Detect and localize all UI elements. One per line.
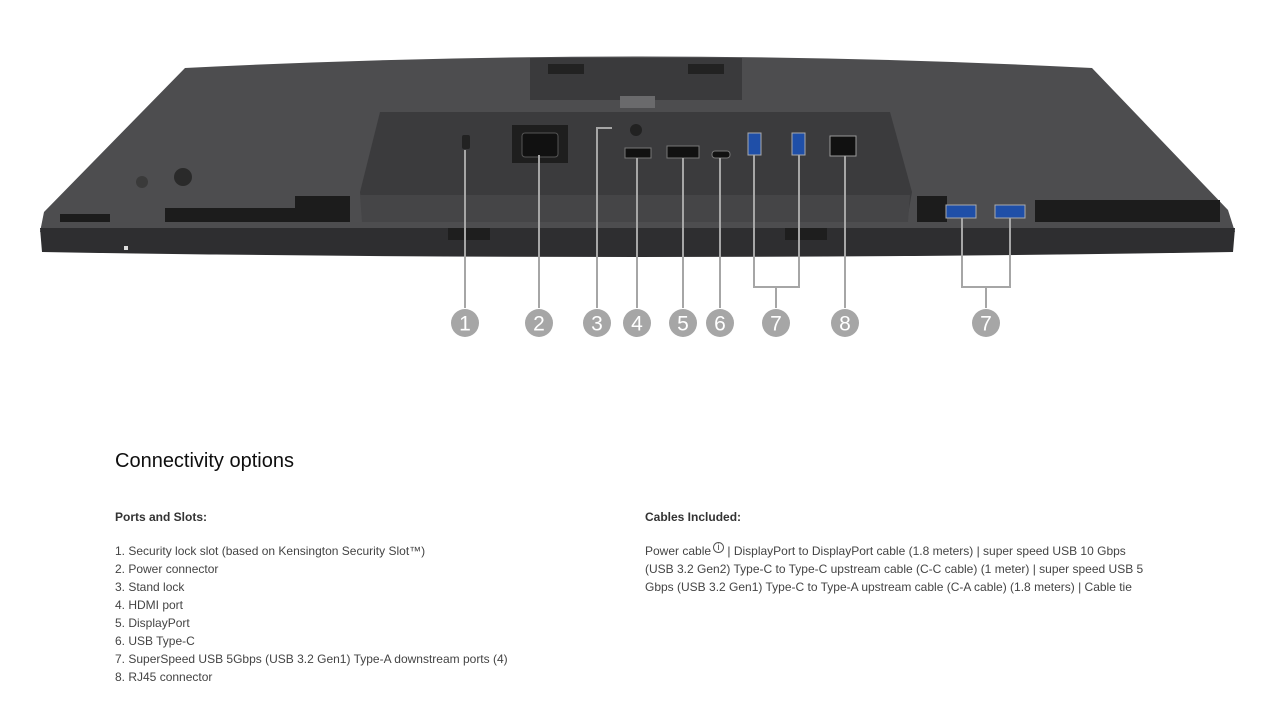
cables-heading: Cables Included: (645, 510, 742, 524)
callout-5: 5 (669, 309, 697, 337)
callout-4: 4 (623, 309, 651, 337)
callout-1: 1 (451, 309, 479, 337)
list-item: 3. Stand lock (115, 580, 185, 594)
ports-and-slots: Ports and Slots: 1. Security lock slot (… (115, 510, 595, 686)
ports-heading: Ports and Slots: (115, 510, 208, 524)
callout-lines (464, 127, 1011, 308)
svg-text:6: 6 (714, 313, 726, 336)
list-item: 7. SuperSpeed USB 5Gbps (USB 3.2 Gen1) T… (115, 652, 508, 666)
callout-3: 3 (583, 309, 611, 337)
monitor-body (40, 56, 1235, 257)
ports-list: 1. Security lock slot (based on Kensingt… (115, 542, 595, 686)
callout-6: 6 (706, 309, 734, 337)
list-item: 6. USB Type-C (115, 634, 195, 648)
monitor-rear-ports-image: 1 2 3 4 5 6 7 8 7 (40, 56, 1235, 337)
svg-text:1: 1 (459, 313, 471, 336)
cables-list-text: | DisplayPort to DisplayPort cable (1.8 … (645, 544, 1144, 594)
svg-text:5: 5 (677, 313, 689, 336)
list-item: 4. HDMI port (115, 598, 184, 612)
section-title: Connectivity options (115, 450, 294, 472)
svg-text:8: 8 (839, 313, 851, 336)
svg-text:4: 4 (631, 313, 643, 336)
list-item: 2. Power connector (115, 562, 219, 576)
svg-text:3: 3 (591, 313, 603, 336)
callout-8: 8 (831, 309, 859, 337)
power-cable-label: Power cable (645, 544, 712, 558)
list-item: 5. DisplayPort (115, 616, 190, 630)
callout-7: 7 (762, 309, 790, 337)
info-icon[interactable]: i (713, 542, 725, 553)
svg-text:2: 2 (533, 313, 545, 336)
callout-2: 2 (525, 309, 553, 337)
svg-text:7: 7 (770, 313, 782, 336)
list-item: 1. Security lock slot (based on Kensingt… (115, 544, 426, 558)
svg-text:7: 7 (980, 313, 992, 336)
callout-markers: 1 2 3 4 5 6 7 8 7 (451, 309, 1000, 337)
callout-7-side: 7 (972, 309, 1000, 337)
list-item: 8. RJ45 connector (115, 670, 213, 684)
